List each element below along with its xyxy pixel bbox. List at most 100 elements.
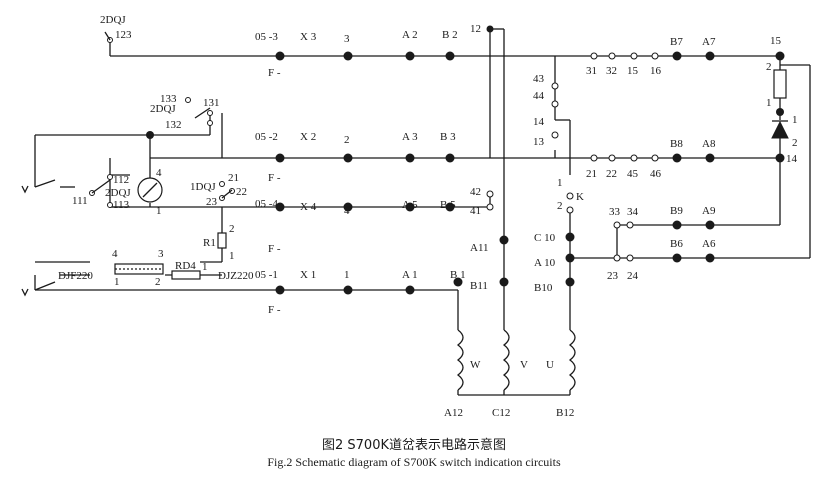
terminal (630, 52, 638, 60)
label-b11: B11 (470, 280, 488, 292)
label-2-k: 2 (557, 200, 563, 212)
contact-dot (672, 253, 682, 263)
label-rd4-1: 1 (202, 261, 208, 273)
contact-dot (672, 153, 682, 163)
label-05-3: 05 -3 (255, 31, 278, 43)
label-1: 1 (344, 269, 350, 281)
contact-dot (343, 285, 353, 295)
contact-dot (275, 153, 285, 163)
terminal (229, 188, 235, 194)
label-meter-1: 1 (156, 205, 162, 217)
label-113: 113 (113, 199, 130, 211)
label-4: 4 (344, 205, 350, 217)
label-x2: X 2 (300, 131, 316, 143)
label-r1: R1 (203, 237, 216, 249)
label-b6: B6 (670, 238, 683, 250)
label-f-3: F - (268, 243, 281, 255)
contact-dot (775, 51, 785, 61)
contact-dot (705, 253, 715, 263)
terminal (551, 82, 559, 90)
label-diode-1: 1 (792, 114, 798, 126)
contact-dot (343, 153, 353, 163)
label-a1: A 1 (402, 269, 418, 281)
coil-v (502, 329, 510, 391)
contact-dot (565, 277, 575, 287)
terminal (207, 110, 213, 116)
contact-dot (445, 51, 455, 61)
label-meter-4: 4 (156, 167, 162, 179)
contact-dot (775, 153, 785, 163)
label-c12: C12 (492, 407, 510, 419)
label-14b: 14 (786, 153, 798, 165)
label-14a: 14 (533, 116, 545, 128)
label-132: 132 (165, 119, 182, 131)
wires (34, 28, 811, 396)
motor-coils (456, 329, 576, 391)
label-res-1: 1 (766, 97, 772, 109)
contact-dot (499, 235, 509, 245)
terminal (608, 52, 616, 60)
contact-dot (343, 51, 353, 61)
label-a10: A 10 (534, 257, 556, 269)
label-b10: B10 (534, 282, 553, 294)
terminal (486, 203, 494, 211)
label-b9: B9 (670, 205, 683, 217)
contact-dot (486, 25, 494, 33)
contact-dot (705, 153, 715, 163)
labels: 2DQJ 123 05 -3 X 3 3 A 2 B 2 12 B7 A7 15… (58, 14, 798, 419)
terminal (207, 120, 213, 126)
terminal (613, 221, 621, 229)
label-a9: A9 (702, 205, 716, 217)
contact-dot (445, 153, 455, 163)
terminal (486, 190, 494, 198)
contact-dot (343, 202, 353, 212)
label-23b: 23 (607, 270, 619, 282)
label-rd4: RD4 (175, 260, 196, 272)
label-123: 123 (115, 29, 132, 41)
label-33: 33 (609, 206, 621, 218)
label-a3: A 3 (402, 131, 418, 143)
label-05-1: 05 -1 (255, 269, 278, 281)
label-tr-2: 2 (155, 276, 161, 288)
label-3: 3 (344, 33, 350, 45)
contact-dot (405, 202, 415, 212)
arrow-icon (21, 288, 29, 297)
terminal (551, 100, 559, 108)
arrow-icon (21, 185, 29, 194)
label-15: 15 (627, 65, 639, 77)
label-f-1: F - (268, 67, 281, 79)
terminal (608, 154, 616, 162)
label-a6: A6 (702, 238, 716, 250)
label-46: 46 (650, 168, 662, 180)
label-b1: B 1 (450, 269, 466, 281)
label-c10: C 10 (534, 232, 556, 244)
terminal (630, 154, 638, 162)
label-x1: X 1 (300, 269, 316, 281)
label-44: 44 (533, 90, 545, 102)
label-05-4: 05 -4 (255, 198, 278, 210)
label-41: 41 (470, 205, 481, 217)
label-djz220: DJZ220 (218, 270, 254, 282)
terminal (566, 206, 574, 214)
resistor-right (773, 69, 787, 99)
label-f-2: F - (268, 172, 281, 184)
contact-dot (405, 51, 415, 61)
contact-dot (672, 220, 682, 230)
contact-dot (565, 232, 575, 242)
label-1dqj: 1DQJ (190, 181, 216, 193)
label-r1-1: 1 (229, 250, 235, 262)
coil-u (568, 329, 576, 391)
fuse-rd4 (171, 270, 201, 280)
resistor-r1 (217, 232, 227, 249)
label-b3: B 3 (440, 131, 456, 143)
contact-dot (705, 220, 715, 230)
contact-dot (275, 285, 285, 295)
label-31: 31 (586, 65, 597, 77)
terminal (613, 254, 621, 262)
label-tr-4: 4 (112, 248, 118, 260)
components (114, 69, 789, 280)
label-r1-2: 2 (229, 223, 235, 235)
diode (771, 120, 789, 139)
label-b5: B 5 (440, 199, 456, 211)
label-112: 112 (113, 174, 129, 186)
